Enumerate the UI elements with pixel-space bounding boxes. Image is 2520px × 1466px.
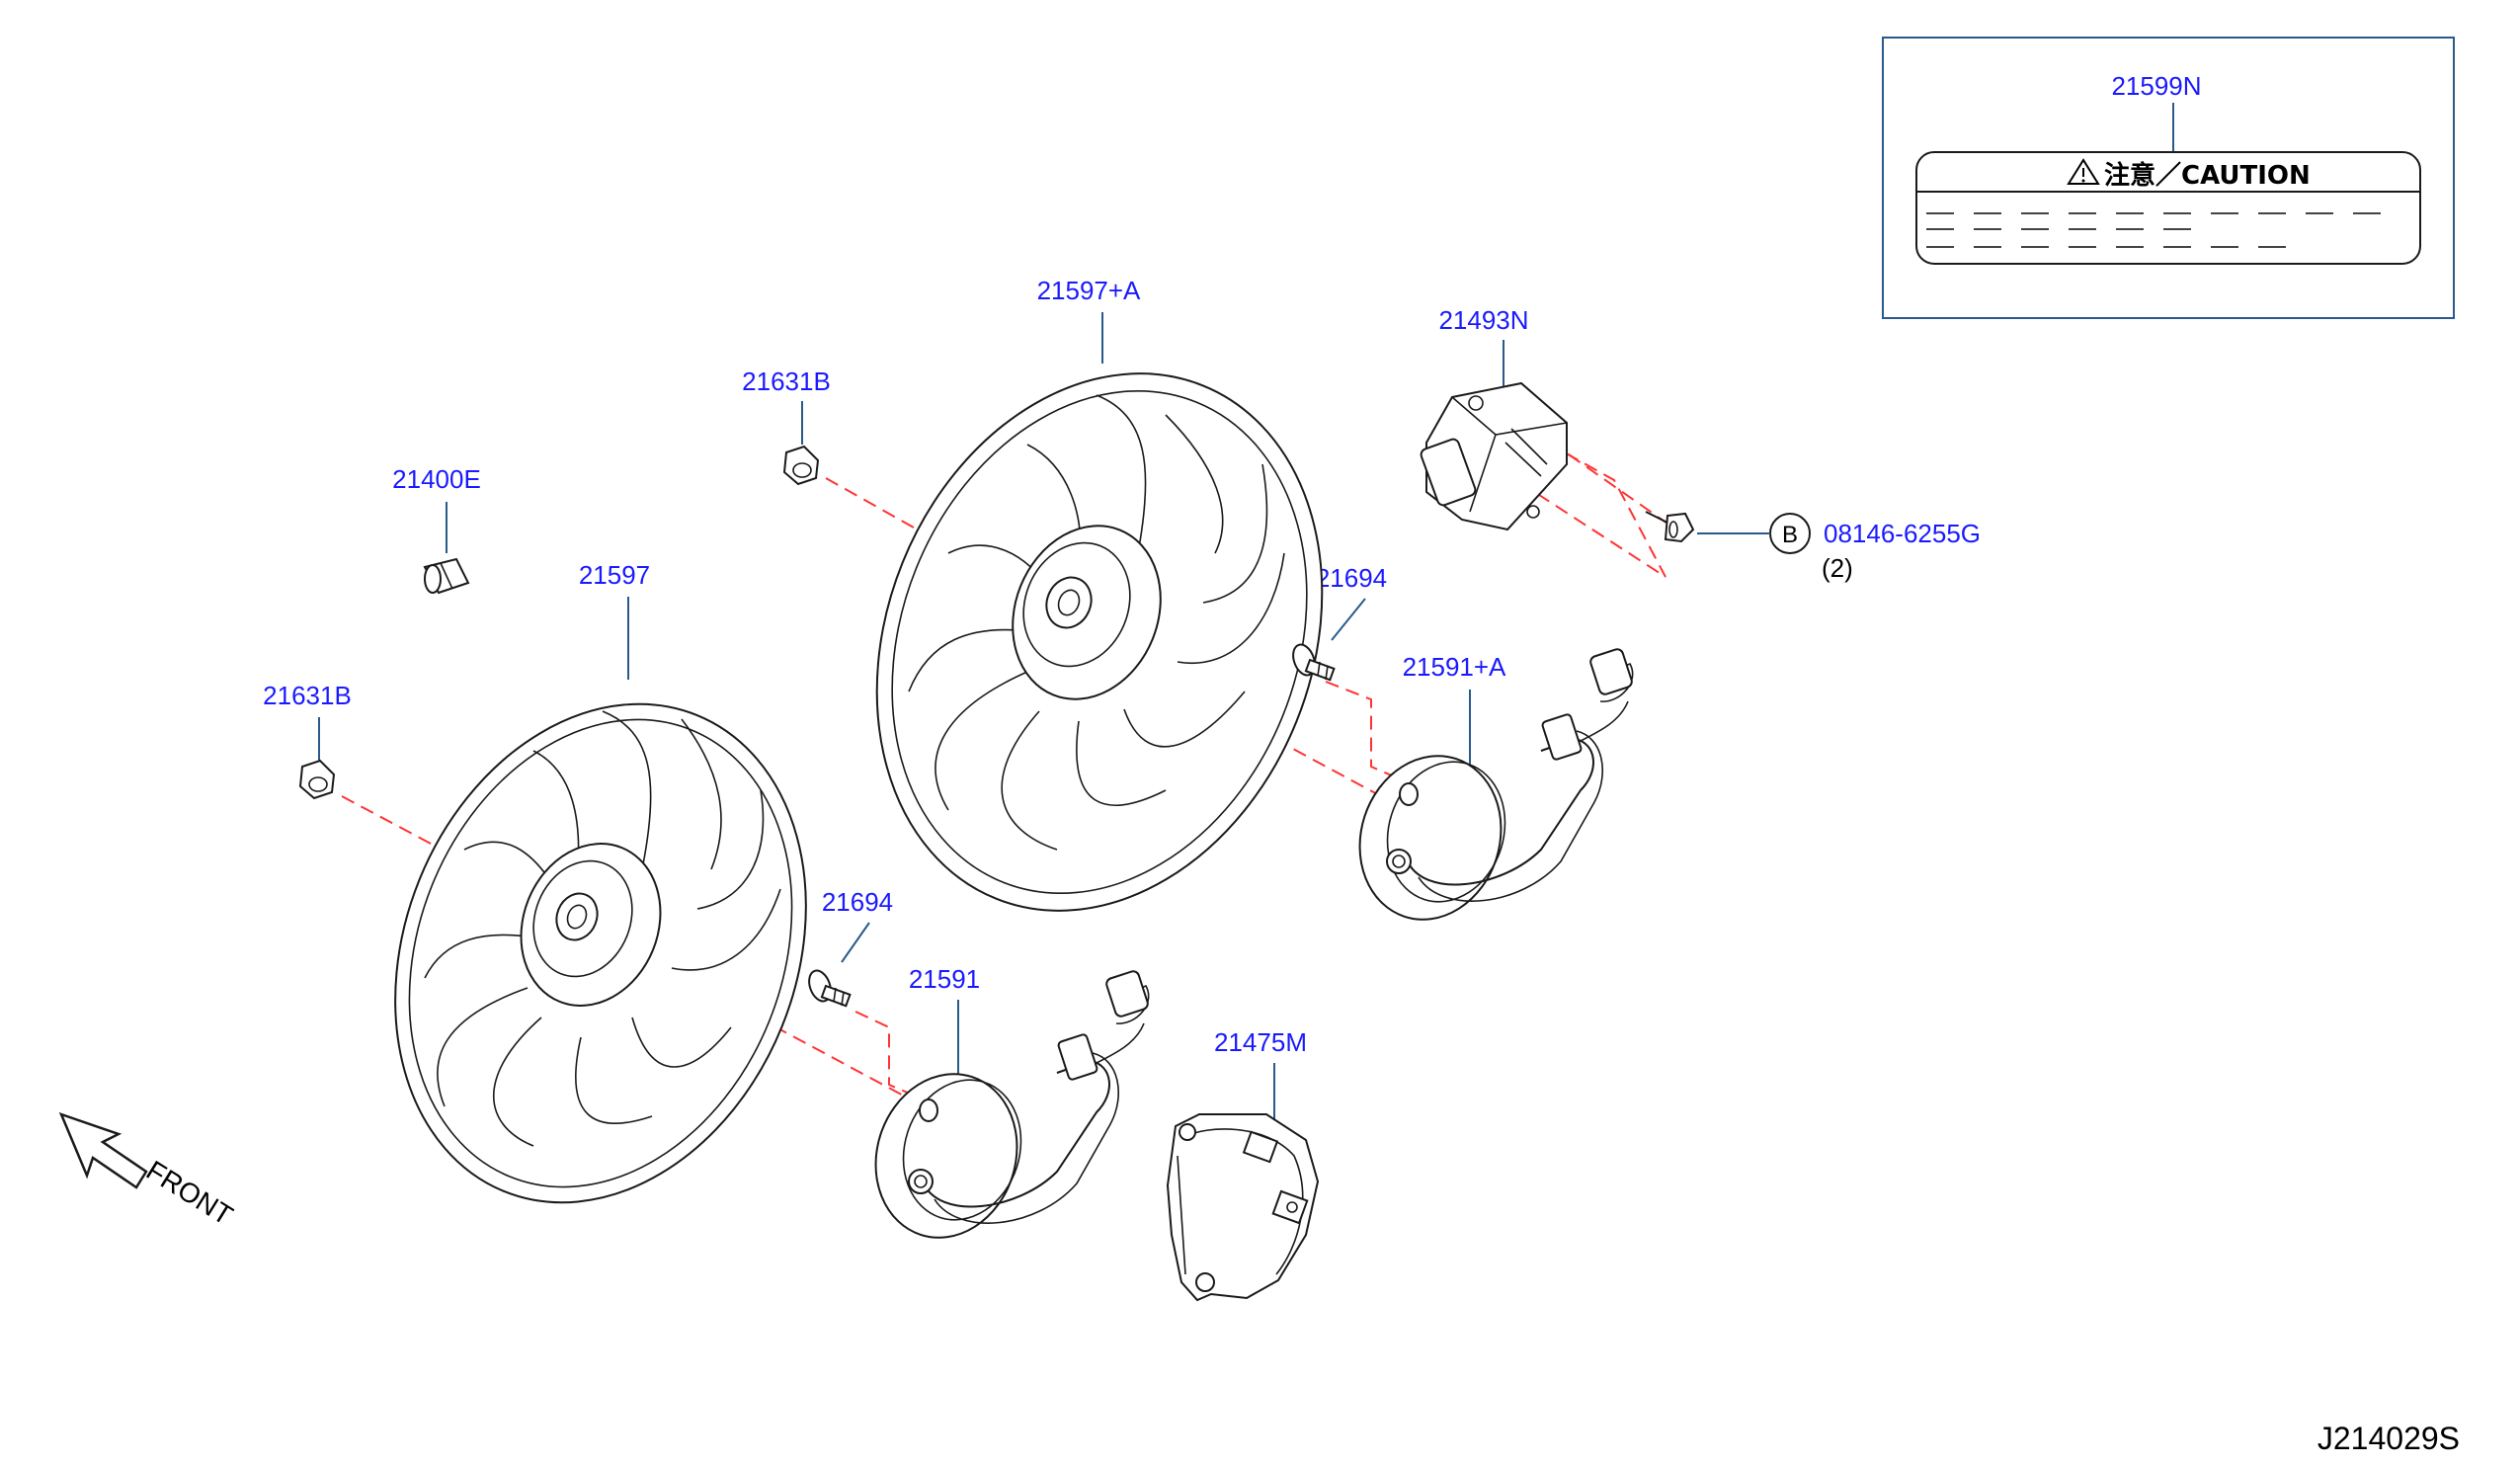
label-08146-6255G[interactable]: 08146-6255G [1824,519,1981,548]
label-21493N[interactable]: 21493N [1438,305,1528,335]
label-21694-top[interactable]: 21694 [1316,563,1387,593]
fan-motor-21591A[interactable] [1339,648,1634,938]
grommet-21400E[interactable] [423,557,470,595]
nut-21631B-left[interactable] [298,759,336,800]
diagram-code: J214029S [2317,1421,2460,1456]
front-arrow-icon [58,1111,148,1189]
label-21475M[interactable]: 21475M [1214,1027,1307,1057]
label-21694-bottom[interactable]: 21694 [822,887,893,917]
label-21599N[interactable]: 21599N [2111,71,2201,101]
ref-badge-B: B [1769,513,1811,554]
label-21631B-top[interactable]: 21631B [742,366,831,396]
label-21591A[interactable]: 21591+A [1403,652,1506,682]
motor-bracket-21475M[interactable] [1166,1113,1320,1302]
label-21400E[interactable]: 21400E [392,464,481,494]
caution-text-placeholder-lines [1926,212,2381,248]
label-21631B-left[interactable]: 21631B [263,681,352,710]
front-label: FRONT [141,1155,238,1231]
screw-21694-top[interactable] [1289,642,1336,682]
fan-motor-21591[interactable] [854,970,1150,1257]
svg-text:B: B [1782,522,1798,548]
warning-triangle-icon [2067,158,2100,185]
screw-21694-bottom[interactable] [805,968,852,1008]
label-21597[interactable]: 21597 [579,560,650,590]
label-21597A[interactable]: 21597+A [1037,276,1141,305]
label-21591[interactable]: 21591 [909,964,980,994]
fan-blade-21597[interactable] [323,642,878,1264]
nut-21631B-top[interactable] [782,445,820,486]
fan-blade-21597A[interactable] [799,306,1400,978]
label-quantity: (2) [1822,553,1853,583]
caution-inset: 21599N 注意／CAUTION [1882,37,2455,319]
caution-title: 注意／CAUTION [2104,160,2311,191]
fan-control-module-21493N[interactable] [1420,381,1568,531]
bolt-08146-6255G[interactable] [1645,511,1695,543]
